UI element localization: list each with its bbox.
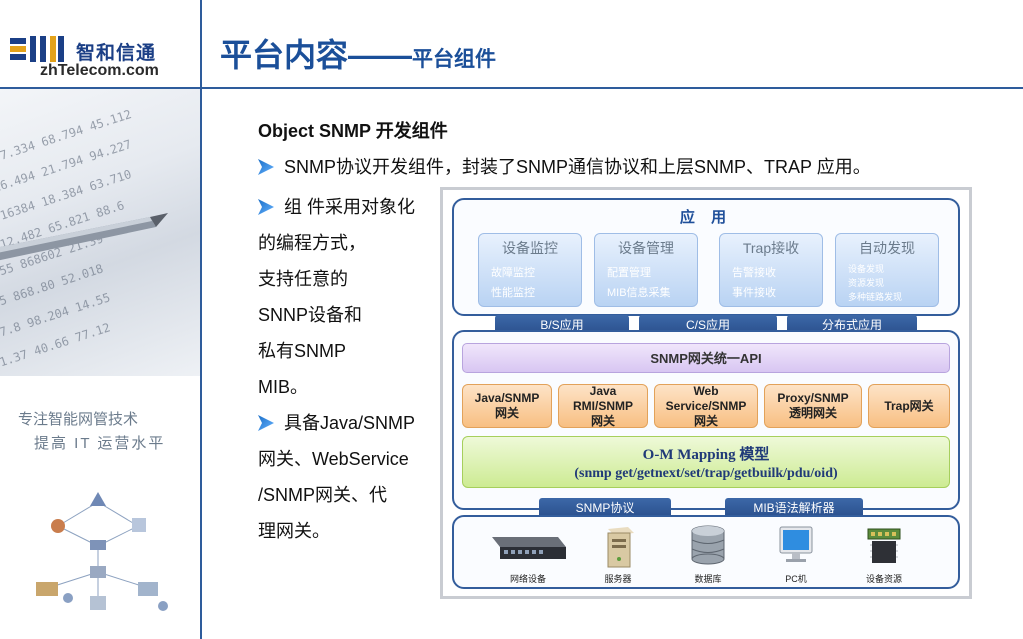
- slogan-line-2: 提高 IT 运营水平: [34, 435, 166, 452]
- gateway-trap: Trap网关: [868, 384, 950, 428]
- om-mapping-title: O-M Mapping 模型: [642, 447, 770, 463]
- page-title: 平台内容——平台组件: [220, 30, 496, 76]
- slogan-line-1: 专注智能网管技术: [18, 411, 139, 428]
- bullet-arrow-icon: [258, 159, 274, 175]
- gateway-label: 网关: [590, 413, 615, 428]
- logo-cn-text: 智和信通: [76, 43, 157, 64]
- page-title-sub: 平台组件: [412, 48, 497, 71]
- bullet-2-line: MIB。: [258, 377, 309, 397]
- resource-server: 服务器: [578, 523, 658, 585]
- bullet-arrow-icon: [258, 199, 274, 215]
- resource-database: 数据库: [668, 523, 748, 585]
- application-layer-title: 应 用: [679, 209, 733, 226]
- bullet-3-line: 网关、WebService: [258, 449, 409, 469]
- vertical-divider: [200, 0, 202, 639]
- page-title-main: 平台内容——: [220, 37, 413, 73]
- network-topology-icon: [36, 492, 168, 611]
- module-item: 设备发现: [848, 264, 885, 274]
- snmp-gateway-api-bar: SNMP网关统一API: [462, 343, 950, 373]
- module-item: 配置管理: [607, 267, 651, 279]
- bullet-list: 组 件采用对象化 的编程方式， 支持任意的 SNNP设备和 私有SNMP MIB…: [258, 189, 436, 549]
- module-title: Trap接收: [742, 240, 800, 256]
- module-device-monitoring: 设备监控 故障监控 性能监控: [478, 233, 582, 307]
- module-item: 告警接收: [732, 267, 776, 279]
- om-mapping-subtitle: (snmp get/getnext/set/trap/getbuilk/pdu/…: [574, 466, 838, 481]
- resource-layer: 网络设备 服务器: [452, 515, 960, 589]
- application-layer: 应 用 设备监控 故障监控 性能监控 设备管理 配置管理 MIB信息采集 Tra…: [452, 198, 960, 316]
- sidebar: 智和信通 zhTelecom.com 57.334 68.794 45.112 …: [0, 0, 200, 639]
- om-mapping-model: O-M Mapping 模型 (snmp get/getnext/set/tra…: [462, 436, 950, 488]
- module-item: 故障监控: [491, 267, 535, 279]
- module-item: 多种链路发现: [848, 292, 903, 302]
- content-heading: Object SNMP 开发组件: [258, 121, 448, 141]
- module-auto-discovery: 自动发现 设备发现 资源发现 多种链路发现: [835, 233, 939, 307]
- pc-monitor-icon: [779, 526, 813, 562]
- logo-en-text: zhTelecom.com: [40, 62, 159, 79]
- slogan: 专注智能网管技术 提高 IT 运营水平: [18, 408, 198, 456]
- bullet-1: SNMP协议开发组件，封装了SNMP通信协议和上层SNMP、TRAP 应用。: [258, 153, 871, 179]
- module-title: 设备监控: [502, 240, 558, 256]
- chip-icon: [867, 528, 901, 563]
- module-item: 性能监控: [491, 287, 535, 299]
- tab-mib-parser: MIB语法解析器: [725, 498, 863, 518]
- resource-device-resources: 设备资源: [844, 523, 924, 585]
- database-icon: [691, 525, 725, 565]
- module-item: MIB信息采集: [607, 287, 671, 299]
- resource-label: 服务器: [604, 574, 632, 584]
- resource-label: 网络设备: [509, 574, 546, 584]
- bullet-3-line: /SNMP网关、代: [258, 485, 388, 505]
- resource-network-device: 网络设备: [488, 523, 568, 585]
- pen-icon: [0, 213, 168, 261]
- company-logo: 智和信通 zhTelecom.com: [10, 30, 195, 80]
- bullet-3-line: 理网关。: [258, 521, 330, 541]
- module-device-management: 设备管理 配置管理 MIB信息采集: [594, 233, 698, 307]
- bullet-2-line: SNNP设备和: [258, 305, 363, 325]
- bullet-2-line: 的编程方式，: [258, 233, 366, 253]
- bullet-1-text: SNMP协议开发组件，封装了SNMP通信协议和上层SNMP、TRAP 应用。: [284, 157, 871, 177]
- resource-label: 设备资源: [865, 574, 902, 584]
- bullet-3-text: 具备Java/SNMP: [284, 413, 416, 433]
- gateway-label: Java/SNMP: [474, 391, 540, 405]
- network-switch-icon: [492, 537, 566, 559]
- module-title: 自动发现: [859, 240, 915, 256]
- module-item: 事件接收: [732, 287, 776, 299]
- gateway-label: RMI/SNMP: [573, 398, 633, 413]
- pen-numbers-photo: 57.334 68.794 45.112 26.494 21.794 94.22…: [0, 89, 200, 376]
- gateway-label: Web: [693, 383, 719, 398]
- gateway-label: 网关: [693, 413, 718, 428]
- resource-label: 数据库: [694, 574, 722, 584]
- horizontal-divider: [0, 87, 1023, 89]
- bullet-2-line: 私有SNMP: [258, 341, 347, 361]
- gateway-label: Proxy/SNMP: [777, 391, 849, 405]
- gateway-label: 网关: [494, 406, 519, 420]
- resource-pc: PC机: [756, 523, 836, 585]
- gateway-label: Service/SNMP: [665, 398, 747, 413]
- bullet-arrow-icon: [258, 415, 274, 431]
- bullet-2-line: 支持任意的: [258, 269, 348, 289]
- module-title: 设备管理: [618, 240, 674, 256]
- resource-label: PC机: [785, 574, 807, 584]
- tab-snmp-protocol: SNMP协议: [539, 498, 671, 518]
- gateway-label: Java: [589, 383, 617, 398]
- architecture-diagram: 应 用 设备监控 故障监控 性能监控 设备管理 配置管理 MIB信息采集 Tra…: [440, 187, 972, 599]
- bullet-2-line: 组 件采用对象化: [258, 189, 436, 225]
- module-item: 资源发现: [848, 278, 885, 288]
- logo-mark-icon: [10, 36, 64, 62]
- gateway-label: Trap网关: [884, 398, 934, 413]
- server-icon: [607, 527, 634, 568]
- gateway-label: 透明网关: [788, 406, 837, 420]
- module-trap-receive: Trap接收 告警接收 事件接收: [719, 233, 823, 307]
- bullet-3-line: 具备Java/SNMP: [258, 405, 436, 441]
- bullet-2-text: 组 件采用对象化: [284, 197, 416, 217]
